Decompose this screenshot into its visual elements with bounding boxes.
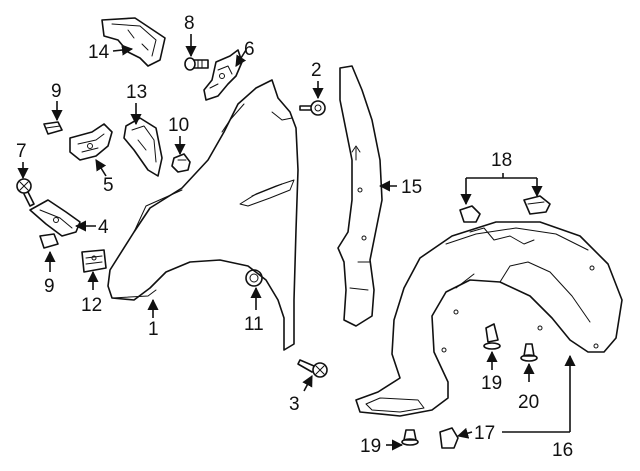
part-9-clip-lower: [39, 233, 59, 249]
leader-lines: [17, 34, 576, 451]
part-15-insulator: [337, 65, 383, 327]
part-11-clip: [245, 269, 263, 287]
callout-labels: 1 2 3 4 5 6 7 8 9 9 10 11 12 13 14 15 16…: [16, 13, 573, 461]
callout-11: 11: [244, 314, 264, 335]
callout-16: 16: [552, 440, 573, 461]
callout-8: 8: [184, 13, 195, 34]
part-5-bracket: [69, 123, 113, 161]
part-8-bolt: [184, 57, 209, 71]
part-13-bracket: [123, 117, 163, 177]
callout-13: 13: [126, 82, 147, 103]
callout-5: 5: [103, 175, 114, 196]
part-1-fender: [107, 79, 299, 351]
part-14-upper-bracket: [101, 17, 166, 67]
part-19-push-pin-lower: [401, 429, 419, 446]
part-18-clips: [459, 195, 551, 223]
callout-15: 15: [401, 177, 422, 198]
part-3-bolt: [297, 359, 328, 378]
callout-17: 17: [474, 423, 495, 444]
callout-10: 10: [168, 115, 189, 136]
callout-6: 6: [244, 39, 255, 60]
callout-1: 1: [148, 319, 159, 340]
part-9-clip-upper: [43, 121, 63, 135]
callout-4: 4: [98, 217, 109, 238]
callout-19b: 19: [360, 436, 381, 457]
callout-7: 7: [16, 141, 27, 162]
part-4-bracket: [29, 199, 81, 237]
part-12-clip-plate: [81, 249, 107, 273]
callout-3: 3: [289, 394, 300, 415]
callout-14: 14: [88, 42, 110, 63]
callout-18: 18: [491, 150, 512, 171]
callout-2: 2: [311, 60, 322, 81]
callout-9a: 9: [51, 81, 62, 102]
callout-9b: 9: [44, 276, 55, 297]
part-7-bolt: [16, 178, 35, 207]
part-10-clip: [171, 153, 191, 173]
part-16-wheel-liner: [355, 221, 623, 417]
part-20-push-pin: [520, 343, 538, 362]
callout-19a: 19: [481, 373, 502, 394]
part-6-bracket: [203, 49, 243, 101]
part-17-clip: [439, 427, 459, 449]
callout-20: 20: [518, 392, 539, 413]
part-2-bolt: [299, 100, 326, 116]
part-19-push-pin-upper: [483, 323, 501, 350]
callout-12: 12: [81, 295, 102, 316]
